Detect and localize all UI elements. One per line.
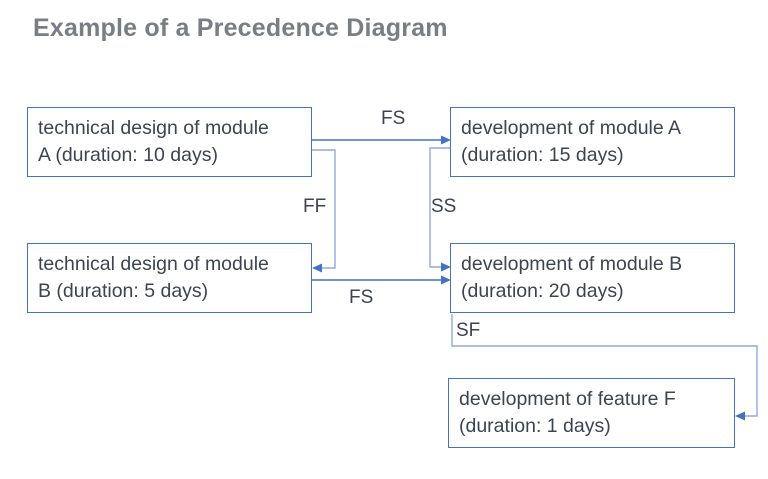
task-text-line: development of feature F — [459, 388, 676, 410]
task-text-line: (duration: 20 days) — [461, 280, 624, 302]
arrowhead-into-design-b — [312, 263, 322, 273]
relation-label-ss: SS — [431, 196, 457, 217]
sf-connector-dev-b-to-feature-f — [451, 314, 758, 417]
relation-label-sf: SF — [456, 320, 481, 341]
diagram-title: Example of a Precedence Diagram — [33, 14, 448, 42]
task-box-development-module-b: development of module B (duration: 20 da… — [450, 243, 735, 313]
task-text-line: (duration: 1 days) — [459, 415, 611, 437]
task-text-line: A (duration: 10 days) — [38, 144, 218, 166]
task-box-development-feature-f: development of feature F (duration: 1 da… — [448, 378, 735, 448]
ff-connector-design-a-to-design-b — [312, 149, 336, 269]
arrowhead-into-feature-f — [735, 411, 745, 421]
relation-label-fs-top: FS — [381, 108, 406, 129]
arrowhead-into-dev-a — [441, 135, 451, 145]
arrowhead-ss-into-dev-b — [441, 262, 451, 272]
task-text-line: (duration: 15 days) — [461, 144, 624, 166]
task-box-design-module-b: technical design of module B (duration: … — [27, 243, 312, 313]
task-text-line: development of module B — [461, 253, 683, 275]
task-text-line: technical design of module — [38, 117, 269, 139]
task-text-line: B (duration: 5 days) — [38, 280, 209, 302]
task-text-line: technical design of module — [38, 253, 269, 275]
task-box-development-module-a: development of module A (duration: 15 da… — [450, 107, 735, 177]
ss-connector-dev-a-to-dev-b — [429, 147, 450, 268]
relation-label-ff: FF — [303, 196, 327, 217]
arrowhead-fs-into-dev-b — [441, 275, 451, 285]
task-text-line: development of module A — [461, 117, 682, 139]
relation-label-fs-middle: FS — [349, 287, 374, 308]
task-box-design-module-a: technical design of module A (duration: … — [27, 107, 312, 177]
